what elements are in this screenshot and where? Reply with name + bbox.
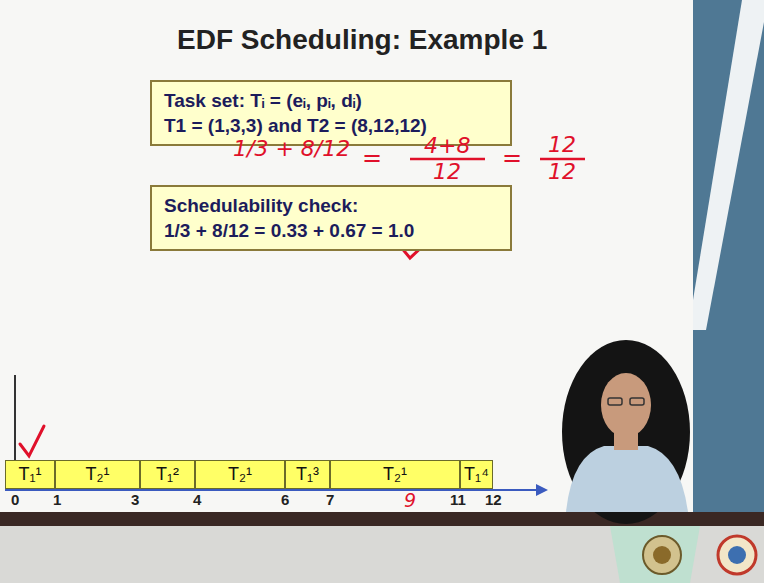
speaker-backdrop — [562, 340, 690, 524]
axis-tick: 0 — [11, 492, 19, 507]
handwritten-note: 1/3 + 8/12 — [233, 138, 350, 160]
job-label: T₂¹ — [84, 464, 112, 485]
speaker-glasses — [608, 398, 622, 405]
box-text: Schedulability check: — [164, 193, 498, 218]
footer — [0, 526, 764, 583]
speaker-head — [601, 373, 651, 437]
box-text: Task set: Tᵢ = (eᵢ, pᵢ, dᵢ) — [164, 88, 498, 113]
logo — [653, 546, 671, 564]
side-stripe — [693, 0, 764, 330]
job-block: T₁² — [140, 460, 195, 489]
handwritten-note: 4+8 — [424, 135, 470, 157]
handwritten-note: = — [362, 146, 382, 170]
red-checkmark — [20, 426, 44, 456]
job-block: T₁¹ — [5, 460, 55, 489]
handwritten-note: 12 — [433, 161, 461, 183]
axis-tick: 4 — [193, 492, 201, 507]
job-label: T₁² — [154, 464, 181, 485]
fraction-bar — [410, 158, 485, 161]
job-label: T₂¹ — [226, 464, 254, 485]
job-label: T₁¹ — [16, 464, 43, 485]
handwritten-note: 9 — [404, 491, 416, 510]
side-panel — [693, 0, 764, 512]
check-box: Schedulability check:1/3 + 8/12 = 0.33 +… — [150, 185, 512, 251]
job-label: T₂¹ — [381, 464, 409, 485]
fraction-bar — [540, 158, 585, 161]
box-text: 1/3 + 8/12 = 0.33 + 0.67 = 1.0 — [164, 218, 498, 243]
axis-arrowhead — [536, 484, 548, 496]
speaker-shirt — [566, 446, 688, 512]
job-block: T₂¹ — [195, 460, 285, 489]
axis-tick: 3 — [131, 492, 139, 507]
time-axis — [5, 489, 538, 491]
slide-title: EDF Scheduling: Example 1 — [177, 24, 547, 56]
logo — [643, 536, 681, 574]
footer-shape — [610, 526, 700, 583]
job-block: T₁⁴ — [460, 460, 493, 489]
job-block: T₂¹ — [55, 460, 140, 489]
handwritten-note: 12 — [548, 161, 576, 183]
speaker-glasses — [630, 398, 644, 405]
speaker-neck — [614, 430, 638, 450]
axis-tick: 6 — [281, 492, 289, 507]
handwritten-note: 12 — [548, 134, 576, 156]
axis-tick: 1 — [53, 492, 61, 507]
job-label: T₁³ — [294, 464, 321, 485]
logo — [718, 536, 756, 574]
axis-tick: 12 — [485, 492, 502, 507]
job-label: T₁⁴ — [462, 464, 491, 485]
logo — [728, 546, 746, 564]
handwritten-note: = — [502, 146, 522, 170]
axis-tick: 11 — [450, 492, 466, 507]
job-block: T₂¹ — [330, 460, 460, 489]
job-block: T₁³ — [285, 460, 330, 489]
axis-tick: 7 — [326, 492, 334, 507]
